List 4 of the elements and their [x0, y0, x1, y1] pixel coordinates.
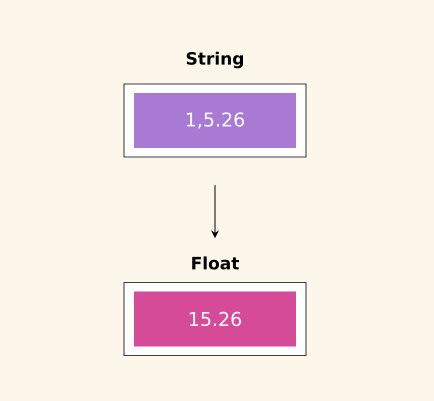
value-box: 15.26 [124, 282, 306, 356]
box-heading: String [186, 52, 243, 68]
box-heading: Float [192, 256, 239, 270]
value-box: 1,5.26 [124, 84, 306, 158]
